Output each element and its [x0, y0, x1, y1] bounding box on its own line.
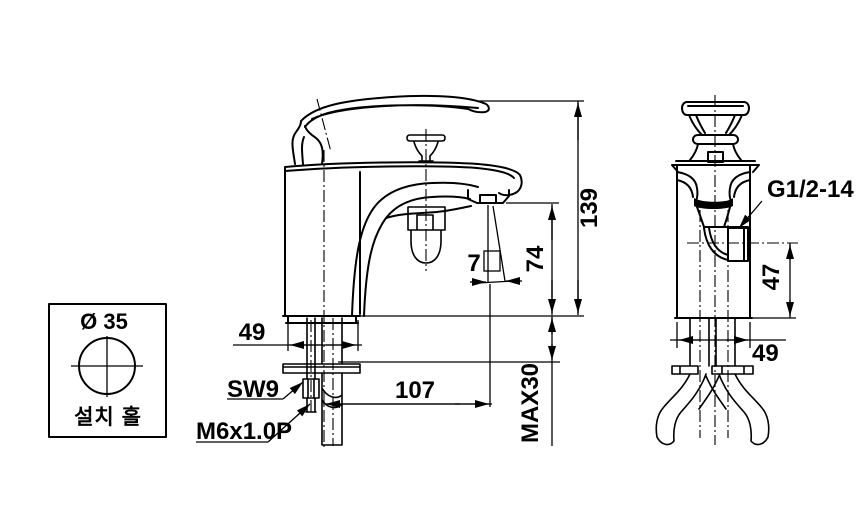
- dim-max-deck-label: MAX30: [517, 363, 544, 443]
- leader-arrow-g12: [738, 200, 763, 229]
- leader-arrow-m6: [267, 403, 311, 443]
- dim-total-height-label: 139: [576, 188, 603, 228]
- front-seal-band: [694, 198, 733, 209]
- side-spout: [351, 181, 510, 317]
- dim-spout-reach-label: 107: [395, 377, 435, 404]
- install-hole-caption: 설치 홀: [74, 405, 142, 429]
- side-understructure: [282, 317, 361, 446]
- dim-stream-width-label: 7: [467, 250, 480, 277]
- front-dimension-lines: [670, 243, 796, 348]
- stream-width-box: [483, 250, 501, 272]
- leader-arrow-sw9: [282, 381, 304, 400]
- side-lever-handle: [291, 94, 490, 165]
- side-centerlines: [310, 98, 427, 447]
- front-view: G1/2-14 47 49: [655, 95, 854, 446]
- front-body: [671, 160, 760, 319]
- install-hole-view: Ø 35 설치 홀: [48, 303, 167, 438]
- side-popup-knob: [406, 134, 446, 162]
- label-wrench-size: SW9: [227, 376, 279, 403]
- side-dimension-arrows: [267, 103, 582, 443]
- front-supply-hoses: [655, 317, 770, 446]
- label-outlet-thread: G1/2-14: [767, 176, 854, 203]
- dim-base-depth-label: 49: [239, 319, 266, 346]
- side-body-outline: [282, 161, 523, 324]
- hole-crosshair: [71, 336, 143, 397]
- front-handle: [681, 101, 750, 163]
- front-centerlines: [687, 95, 798, 445]
- dim-outlet-height-label: 47: [758, 264, 785, 291]
- dim-body-width-label: 49: [752, 340, 779, 367]
- dim-spout-height-label: 74: [522, 245, 549, 272]
- install-hole-box: [48, 303, 167, 438]
- label-stud-thread: M6x1.0P: [196, 418, 292, 445]
- hole-diameter-label: Ø 35: [80, 309, 128, 334]
- front-dimension-arrows: [679, 200, 794, 344]
- side-spout-underbody: [407, 206, 446, 264]
- side-view: 49 107 74 139 MAX30 7 SW9 M6x1.0P: [196, 94, 603, 447]
